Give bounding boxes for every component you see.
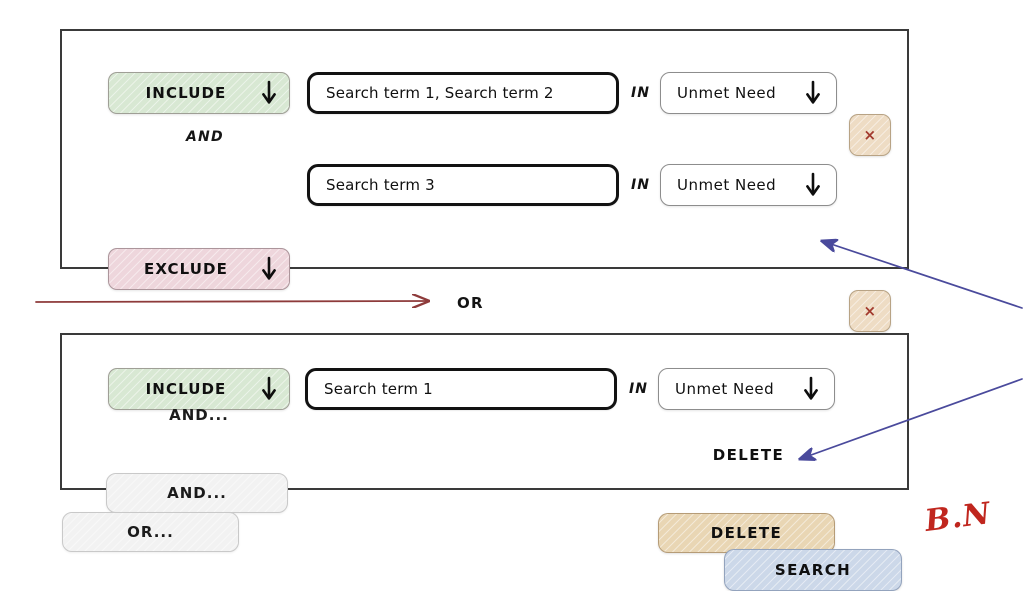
field-value: Unmet Need: [675, 380, 775, 398]
wireframe-canvas: INCLUDE Search term 1, Search term 2 IN …: [35, 29, 1023, 591]
search-terms-input-1[interactable]: Search term 1, Search term 2: [307, 72, 619, 114]
arrow-down-icon: [249, 376, 289, 402]
add-row-label: AND...: [167, 484, 227, 502]
add-row-label: AND...: [169, 406, 229, 424]
search-terms-input-2[interactable]: Search term 3: [307, 164, 619, 206]
operator-label: EXCLUDE: [144, 260, 228, 278]
operator-dropdown-include-1[interactable]: INCLUDE: [108, 72, 290, 114]
separator-pointer-arrow: [35, 301, 428, 302]
delete-label: DELETE: [712, 446, 785, 464]
connector-label-3: IN: [629, 381, 648, 397]
add-group-label: OR...: [127, 523, 174, 541]
group-separator-label: OR: [457, 294, 484, 312]
search-terms-value: Search term 1: [324, 380, 433, 398]
arrow-down-icon: [796, 172, 830, 198]
field-dropdown-2[interactable]: Unmet Need: [660, 164, 837, 206]
add-group-button[interactable]: OR...: [62, 512, 239, 552]
operator-label: INCLUDE: [145, 380, 227, 398]
query-group-1: INCLUDE Search term 1, Search term 2 IN …: [60, 29, 909, 475]
add-row-button-group-2[interactable]: AND...: [106, 473, 288, 513]
field-dropdown-3[interactable]: Unmet Need: [658, 368, 835, 410]
field-value: Unmet Need: [677, 84, 777, 102]
search-button[interactable]: SEARCH: [724, 549, 902, 591]
field-dropdown-1[interactable]: Unmet Need: [660, 72, 837, 114]
search-terms-input-3[interactable]: Search term 1: [305, 368, 617, 410]
operator-dropdown-exclude-2[interactable]: EXCLUDE: [108, 248, 290, 290]
close-icon: ×: [863, 126, 877, 144]
arrow-down-icon: [794, 376, 828, 402]
arrow-down-icon: [249, 256, 289, 282]
close-icon: ×: [863, 302, 877, 320]
delete-label: DELETE: [710, 524, 783, 542]
remove-row-button-1[interactable]: ×: [849, 114, 891, 156]
delete-group-button-2[interactable]: DELETE: [658, 513, 835, 553]
connector-label-1: IN: [631, 85, 650, 101]
search-label: SEARCH: [774, 561, 852, 579]
operator-label: INCLUDE: [145, 84, 227, 102]
field-value: Unmet Need: [677, 176, 777, 194]
query-group-2: INCLUDE Search term 1 IN Unmet Need: [60, 333, 909, 553]
signature-annotation: B.N: [923, 496, 994, 539]
operator-dropdown-include-3[interactable]: INCLUDE: [108, 368, 290, 410]
row-conjunction-label: AND: [186, 129, 224, 145]
arrow-down-icon: [796, 80, 830, 106]
arrow-down-icon: [249, 80, 289, 106]
search-terms-value: Search term 1, Search term 2: [326, 84, 554, 102]
remove-row-button-2[interactable]: ×: [849, 290, 891, 332]
search-terms-value: Search term 3: [326, 176, 435, 194]
connector-label-2: IN: [631, 177, 650, 193]
